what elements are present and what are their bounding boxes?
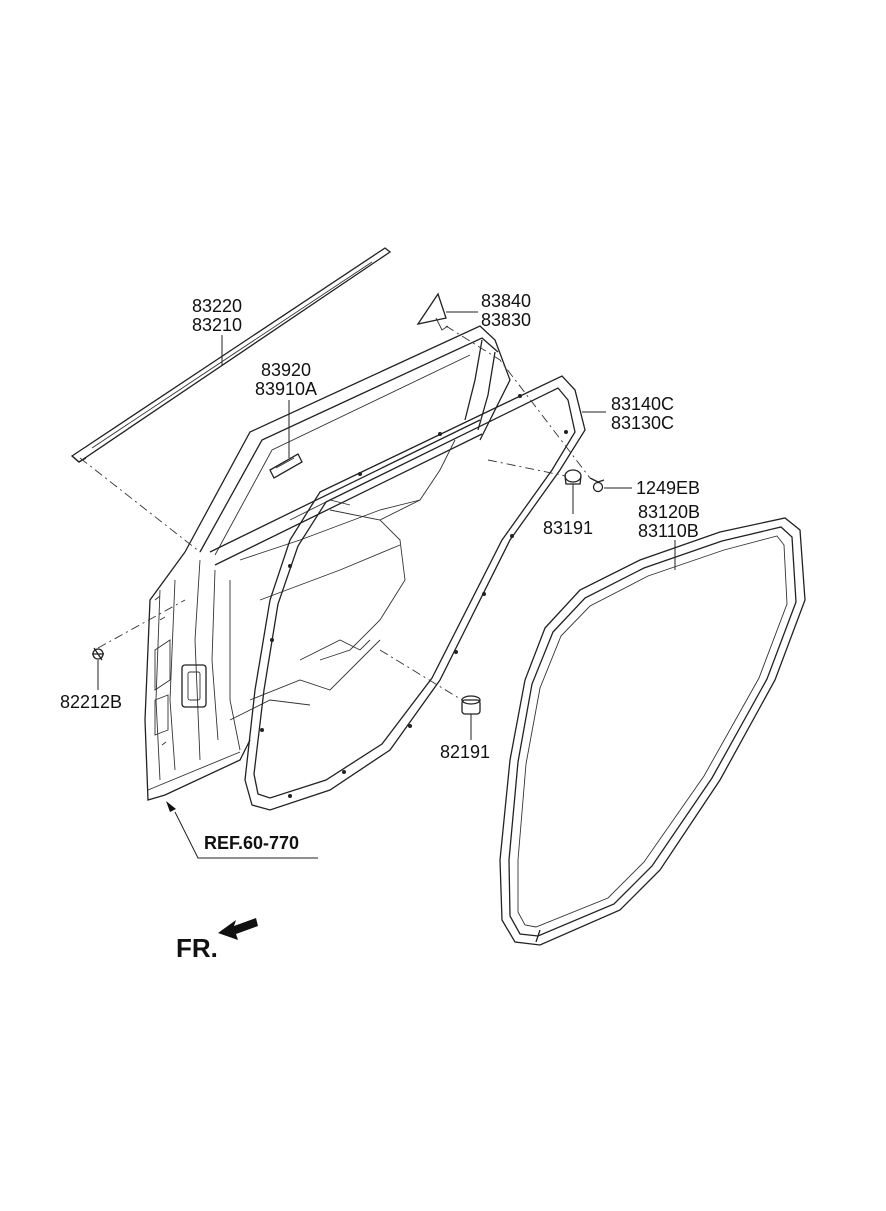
label-83120B: 83120B — [638, 502, 700, 522]
bumper-upper[interactable] — [564, 469, 582, 485]
label-83830: 83830 — [481, 310, 531, 330]
assembly-lines — [79, 325, 591, 701]
label-83110B: 83110B — [638, 521, 699, 541]
body-weatherstrip[interactable] — [499, 517, 806, 946]
door-weatherstrip[interactable] — [244, 375, 586, 811]
clip[interactable] — [92, 647, 104, 661]
ref-arrow — [166, 801, 176, 812]
labels: 83220 83210 83920 83910A 83840 83830 831… — [60, 291, 700, 963]
label-83910A: 83910A — [255, 379, 317, 399]
label-83220: 83220 — [192, 296, 242, 316]
label-83210: 83210 — [192, 315, 242, 335]
door-panel[interactable] — [144, 325, 511, 801]
reference-label[interactable]: REF.60-770 — [204, 833, 299, 853]
bumper-lower[interactable] — [461, 695, 481, 715]
door-garnish[interactable] — [269, 453, 303, 479]
label-83130C: 83130C — [611, 413, 674, 433]
delta-moulding[interactable] — [416, 292, 449, 331]
label-1249EB: 1249EB — [636, 478, 700, 498]
front-direction-label: FR. — [176, 933, 218, 963]
label-83140C: 83140C — [611, 394, 674, 414]
label-82191: 82191 — [440, 742, 490, 762]
leader-lines — [97, 311, 676, 859]
label-83920: 83920 — [261, 360, 311, 380]
screw[interactable] — [589, 477, 605, 493]
label-83191: 83191 — [543, 518, 593, 538]
label-83840: 83840 — [481, 291, 531, 311]
front-arrow-icon — [218, 918, 258, 940]
belt-moulding[interactable] — [70, 247, 392, 463]
label-82212B: 82212B — [60, 692, 122, 712]
